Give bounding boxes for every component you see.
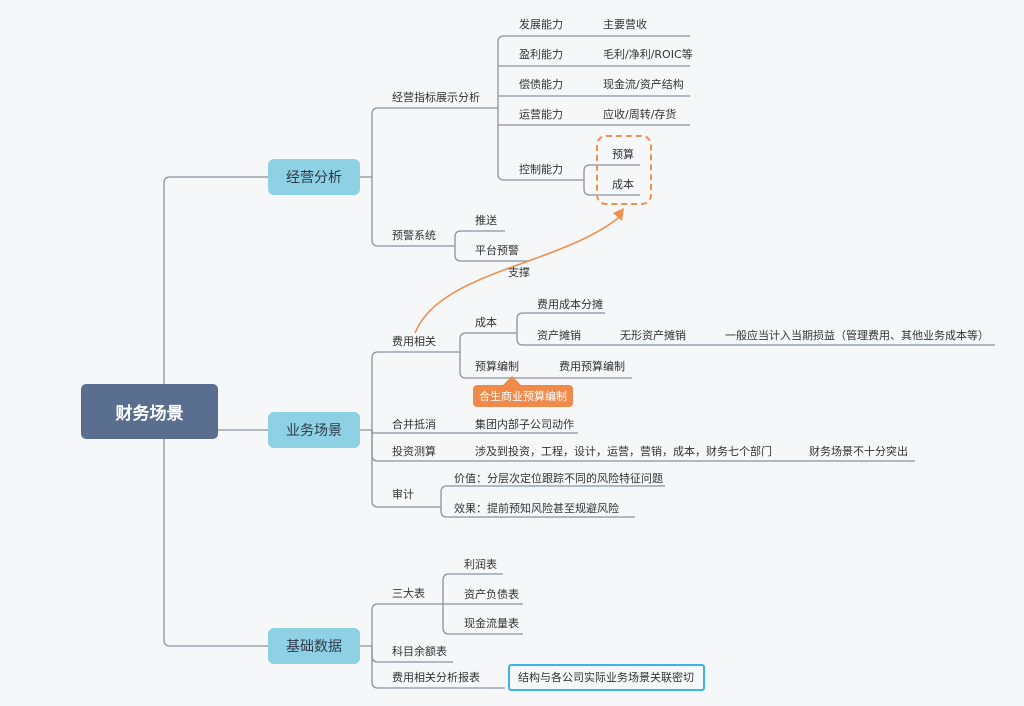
node-balance-sheet[interactable]: 资产负债表	[464, 588, 519, 601]
node-income-statement[interactable]: 利润表	[464, 558, 497, 571]
branch-biz[interactable]: 业务场景	[268, 412, 360, 448]
node-expense-budget[interactable]: 费用预算编制	[559, 360, 625, 373]
node-subsidiary-actions[interactable]: 集团内部子公司动作	[475, 418, 574, 431]
node-budget[interactable]: 预算	[612, 148, 634, 161]
node-report-note[interactable]: 结构与各公司实际业务场景关联密切	[518, 671, 694, 684]
support-label: 支撑	[508, 266, 530, 279]
report-note-box	[508, 664, 705, 691]
node-warning[interactable]: 预警系统	[392, 229, 436, 242]
node-three-statements[interactable]: 三大表	[392, 587, 425, 600]
node-audit-value[interactable]: 价值：分层次定位跟踪不同的风险特征问题	[454, 472, 663, 485]
node-push[interactable]: 推送	[475, 214, 497, 227]
callout-pointer	[503, 376, 521, 385]
node-trial-balance[interactable]: 科目余额表	[392, 645, 447, 658]
node-cost-allocation[interactable]: 费用成本分摊	[537, 298, 603, 311]
node-asset-amort[interactable]: 资产摊销	[537, 329, 581, 342]
node-investment[interactable]: 投资测算	[392, 445, 436, 458]
node-audit[interactable]: 审计	[392, 488, 414, 501]
node-audit-effect[interactable]: 效果：提前预知风险甚至规避风险	[454, 502, 619, 515]
node-platform-warning[interactable]: 平台预警	[475, 244, 519, 257]
node-consolidation[interactable]: 合并抵消	[392, 418, 436, 431]
node-cash-flow[interactable]: 现金流量表	[464, 617, 519, 630]
node-profit[interactable]: 盈利能力	[519, 48, 563, 61]
node-period-expense[interactable]: 一般应当计入当期损益（管理费用、其他业务成本等）	[725, 329, 989, 342]
node-expense-report[interactable]: 费用相关分析报表	[392, 671, 480, 684]
node-solvency[interactable]: 偿债能力	[519, 78, 563, 91]
control-highlight-box	[596, 135, 652, 205]
node-indicators[interactable]: 经营指标展示分析	[392, 91, 480, 104]
node-operation[interactable]: 运营能力	[519, 108, 563, 121]
callout-hesheng-budget[interactable]: 合生商业预算编制	[473, 385, 573, 407]
node-profit-detail[interactable]: 毛利/净利/ROIC等	[603, 48, 693, 61]
node-intangible-amort[interactable]: 无形资产摊销	[620, 329, 686, 342]
root-node[interactable]: 财务场景	[81, 384, 218, 439]
branch-data[interactable]: 基础数据	[268, 628, 360, 664]
support-arrow	[414, 213, 624, 334]
branch-ops[interactable]: 经营分析	[268, 159, 360, 195]
node-operation-detail[interactable]: 应收/周转/存货	[603, 108, 677, 121]
node-not-prominent[interactable]: 财务场景不十分突出	[809, 445, 908, 458]
node-solvency-detail[interactable]: 现金流/资产结构	[603, 78, 684, 91]
support-arrowhead	[613, 208, 624, 221]
node-growth-detail[interactable]: 主要营收	[603, 18, 647, 31]
node-growth[interactable]: 发展能力	[519, 18, 563, 31]
node-chengben[interactable]: 成本	[475, 316, 497, 329]
node-budget-prep[interactable]: 预算编制	[475, 360, 519, 373]
node-seven-departments[interactable]: 涉及到投资，工程，设计，运营，营销，成本，财务七个部门	[475, 445, 772, 458]
node-cost[interactable]: 成本	[612, 178, 634, 191]
node-cost-related[interactable]: 费用相关	[392, 335, 436, 348]
node-control[interactable]: 控制能力	[519, 163, 563, 176]
